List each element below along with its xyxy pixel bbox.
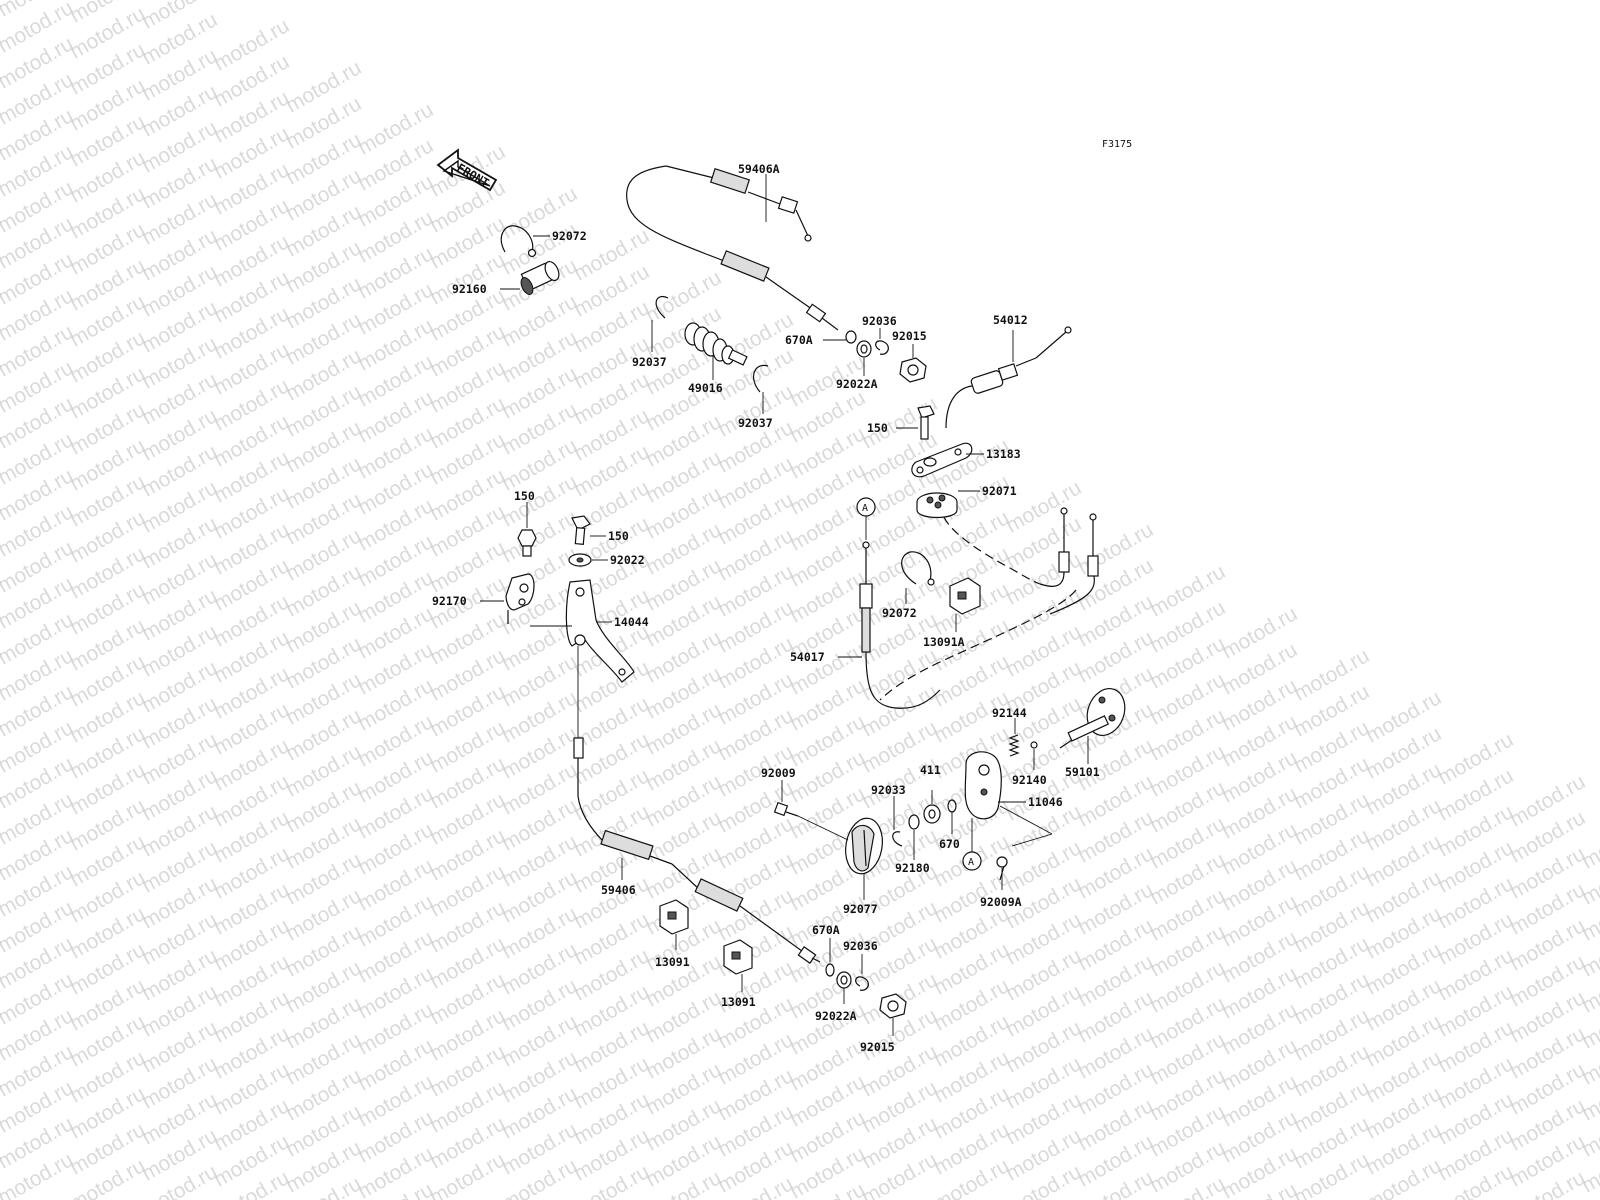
part-670A-o-ring-bottom [825, 963, 835, 977]
label-92036-bottom: 92036 [843, 939, 878, 953]
label-92170: 92170 [432, 594, 467, 608]
label-11046: 11046 [1028, 795, 1063, 809]
part-92037-clip-a [655, 296, 669, 319]
label-411: 411 [920, 763, 941, 777]
label-92071: 92071 [982, 484, 1017, 498]
part-92071-grommet [916, 492, 958, 519]
routing-line-92071-a [943, 516, 1041, 585]
label-150-left: 150 [514, 489, 535, 503]
part-59101-shaft [1059, 688, 1126, 749]
part-670A-o-ring-top [845, 330, 857, 344]
label-92015-bottom: 92015 [860, 1040, 895, 1054]
svg-text:A: A [862, 503, 868, 514]
part-150-bolt-center [571, 515, 591, 545]
part-92180-washer [908, 814, 920, 830]
label-59101: 59101 [1065, 765, 1100, 779]
reference-marker-a-upper: A [856, 497, 876, 517]
label-59406: 59406 [601, 883, 636, 897]
part-92072-clamp-middle [901, 551, 932, 585]
label-92037-a: 92037 [632, 355, 667, 369]
label-92033: 92033 [871, 783, 906, 797]
label-54012: 54012 [993, 313, 1028, 327]
part-92022A-washer-top [856, 340, 872, 358]
label-150-center: 150 [608, 529, 629, 543]
part-92170-clamp [505, 573, 535, 624]
label-13091A: 13091A [923, 635, 965, 649]
label-92180: 92180 [895, 861, 930, 875]
part-92015-nut-bottom [879, 993, 907, 1019]
part-150-bolt-left [517, 529, 537, 557]
label-13091-a: 13091 [655, 955, 690, 969]
part-92022A-washer-bottom [836, 971, 852, 989]
part-92037-clip-b [752, 364, 769, 393]
label-92140: 92140 [1012, 773, 1047, 787]
part-13091-holder-b [723, 939, 753, 975]
label-670: 670 [939, 837, 960, 851]
label-92072-middle: 92072 [882, 606, 917, 620]
front-label: FRONT [455, 160, 492, 189]
part-54017-cable [859, 541, 941, 709]
label-92022A-top: 92022A [836, 377, 878, 391]
figure-code: F3175 [1102, 139, 1132, 150]
part-670-o-ring [947, 799, 957, 813]
part-150-bolt-upper [917, 405, 935, 440]
label-13183: 13183 [986, 447, 1021, 461]
part-59406A-cable [626, 165, 839, 331]
label-92077: 92077 [843, 902, 878, 916]
part-59406-cable [573, 646, 821, 964]
label-14044: 14044 [614, 615, 649, 629]
label-92160: 92160 [452, 282, 487, 296]
label-92009A: 92009A [980, 895, 1022, 909]
part-411-washer [923, 804, 941, 824]
part-92022-washer [568, 553, 592, 567]
part-13183-plate [911, 442, 973, 478]
part-92144-spring [1008, 734, 1020, 757]
label-13091-b: 13091 [721, 995, 756, 1009]
part-92160-grommet [520, 260, 560, 295]
label-670A-bottom: 670A [812, 923, 840, 937]
label-92036-top: 92036 [862, 314, 897, 328]
label-92144: 92144 [992, 706, 1027, 720]
part-92009-screw [773, 801, 849, 841]
part-92036-lockwasher-top [875, 340, 889, 355]
label-92037-b: 92037 [738, 416, 773, 430]
label-92072-top: 92072 [552, 229, 587, 243]
svg-text:A: A [968, 857, 974, 868]
part-49016-boot [684, 322, 748, 366]
label-59406A: 59406A [738, 162, 780, 176]
front-direction-arrow: FRONT [436, 148, 498, 192]
part-13091-holder-a [659, 899, 689, 935]
label-92015-top: 92015 [892, 329, 927, 343]
label-150-upper: 150 [867, 421, 888, 435]
label-49016: 49016 [688, 381, 723, 395]
part-54012-cable [945, 326, 1072, 429]
part-14044-bracket [530, 579, 635, 683]
part-11046-lever [964, 751, 1002, 820]
label-670A-top: 670A [785, 333, 813, 347]
reference-marker-a-lower: A [962, 851, 982, 871]
label-92009: 92009 [761, 766, 796, 780]
label-54017: 54017 [790, 650, 825, 664]
part-92009A-screw [996, 856, 1008, 881]
label-92022A-bottom: 92022A [815, 1009, 857, 1023]
part-92036-lockwasher-bottom [855, 976, 869, 991]
part-92140-pin [1030, 741, 1038, 749]
part-92077-knob [845, 817, 883, 875]
part-92015-nut-top [899, 357, 927, 383]
label-92022: 92022 [610, 553, 645, 567]
part-92072-clamp-top [500, 225, 537, 258]
part-92033-circlip [892, 831, 903, 847]
part-13091A-holder [949, 577, 981, 615]
part-twin-cable-ends [1039, 507, 1099, 615]
